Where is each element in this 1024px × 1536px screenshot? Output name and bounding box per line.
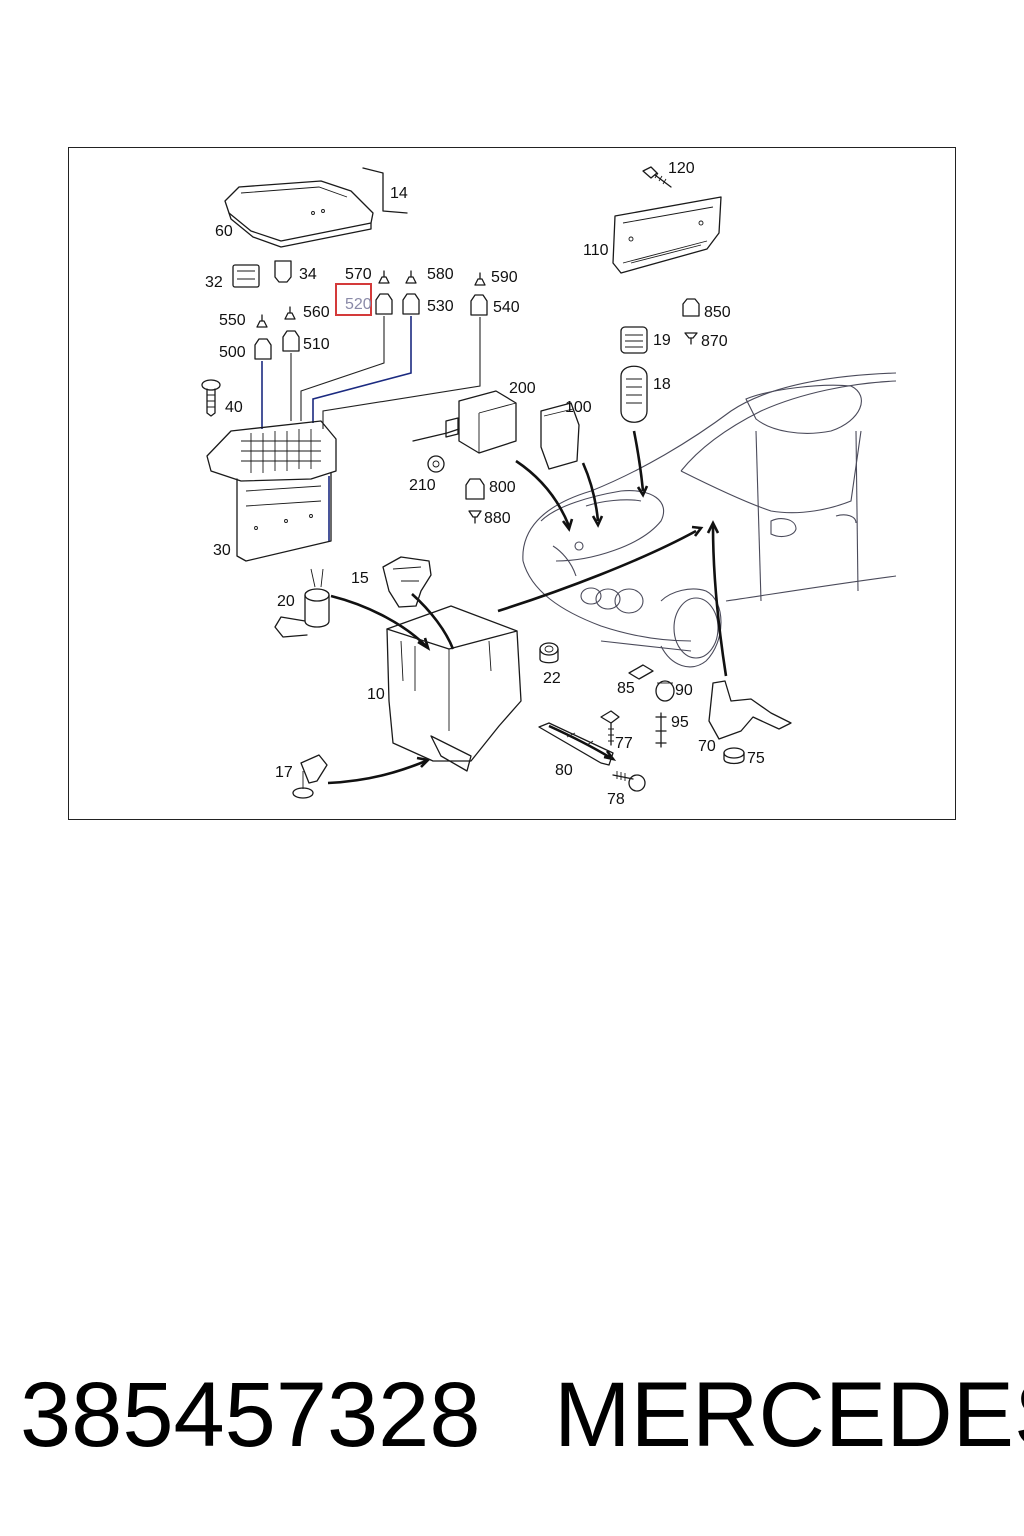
nozzle-17 xyxy=(292,754,328,799)
nut-75 xyxy=(723,747,745,765)
label-14: 14 xyxy=(390,185,408,202)
label-590: 590 xyxy=(491,269,518,286)
fuse-850 xyxy=(682,298,700,317)
bracket-15 xyxy=(382,556,432,608)
label-75: 75 xyxy=(747,750,765,767)
holder-19 xyxy=(620,326,648,354)
bulb-90 xyxy=(655,680,675,702)
label-850: 850 xyxy=(704,304,731,321)
label-78: 78 xyxy=(607,791,625,808)
car-outline xyxy=(522,372,897,668)
label-510: 510 xyxy=(303,336,330,353)
label-530: 530 xyxy=(427,298,454,315)
label-77: 77 xyxy=(615,735,633,752)
pump-20 xyxy=(274,568,330,638)
label-34: 34 xyxy=(299,266,317,283)
parts-diagram: 14 60 32 34 570 580 590 520 530 540 550 … xyxy=(201,160,897,808)
label-520: 520 xyxy=(345,296,372,313)
control-unit-110 xyxy=(612,196,722,274)
fuse-icons xyxy=(254,270,488,360)
label-32: 32 xyxy=(205,274,223,291)
label-870: 870 xyxy=(701,333,728,350)
parts-diagram-frame: 14 60 32 34 570 580 590 520 530 540 550 … xyxy=(68,147,956,820)
label-15: 15 xyxy=(351,570,369,587)
module-100 xyxy=(540,402,580,470)
label-40: 40 xyxy=(225,399,243,416)
label-560: 560 xyxy=(303,304,330,321)
label-80: 80 xyxy=(555,762,573,779)
label-70: 70 xyxy=(698,738,716,755)
cap-22 xyxy=(539,642,559,664)
relay-32 xyxy=(232,264,260,288)
part-labels: 14 60 32 34 570 580 590 520 530 540 550 … xyxy=(205,160,765,808)
label-540: 540 xyxy=(493,299,520,316)
fuse-870 xyxy=(684,332,698,345)
label-200: 200 xyxy=(509,380,536,397)
brand-text: MERCEDES xyxy=(554,1364,1024,1466)
label-19: 19 xyxy=(653,332,671,349)
label-110: 110 xyxy=(583,242,609,259)
fuse-box-30 xyxy=(206,420,337,562)
label-550: 550 xyxy=(219,312,246,329)
screw-77 xyxy=(600,710,620,746)
fuse-880 xyxy=(468,510,482,524)
wire-14 xyxy=(362,167,408,214)
label-210: 210 xyxy=(409,477,436,494)
reservoir-10 xyxy=(386,605,522,772)
nut-210 xyxy=(427,455,445,473)
clip-85 xyxy=(628,664,654,680)
label-85: 85 xyxy=(617,680,635,697)
bolt-40 xyxy=(201,379,221,417)
label-17: 17 xyxy=(275,764,293,781)
label-90: 90 xyxy=(675,682,693,699)
highlight-box-520 xyxy=(335,283,372,316)
fuse-box-cover-60 xyxy=(224,180,374,248)
label-580: 580 xyxy=(427,266,454,283)
label-500: 500 xyxy=(219,344,246,361)
label-10: 10 xyxy=(367,686,385,703)
screw-120 xyxy=(642,166,672,188)
relay-34 xyxy=(274,260,292,283)
label-60: 60 xyxy=(215,223,233,240)
bracket-70 xyxy=(708,680,792,740)
label-30: 30 xyxy=(213,542,231,559)
leader-lines xyxy=(261,316,481,541)
label-18: 18 xyxy=(653,376,671,393)
holder-18 xyxy=(620,365,648,423)
label-800: 800 xyxy=(489,479,516,496)
label-20: 20 xyxy=(277,593,295,610)
fuse-800 xyxy=(465,478,485,500)
footer-caption: 385457328 MERCEDES xyxy=(20,1360,1024,1470)
bolt-78 xyxy=(612,771,646,792)
relay-200 xyxy=(412,390,517,454)
label-120: 120 xyxy=(668,160,695,177)
label-22: 22 xyxy=(543,670,561,687)
flow-arrows xyxy=(327,430,728,785)
bracket-80 xyxy=(538,722,614,766)
label-95: 95 xyxy=(671,714,689,731)
label-880: 880 xyxy=(484,510,511,527)
part-number-text: 385457328 xyxy=(20,1364,481,1466)
stud-95 xyxy=(655,712,667,748)
label-570: 570 xyxy=(345,266,372,283)
label-100: 100 xyxy=(565,399,592,416)
